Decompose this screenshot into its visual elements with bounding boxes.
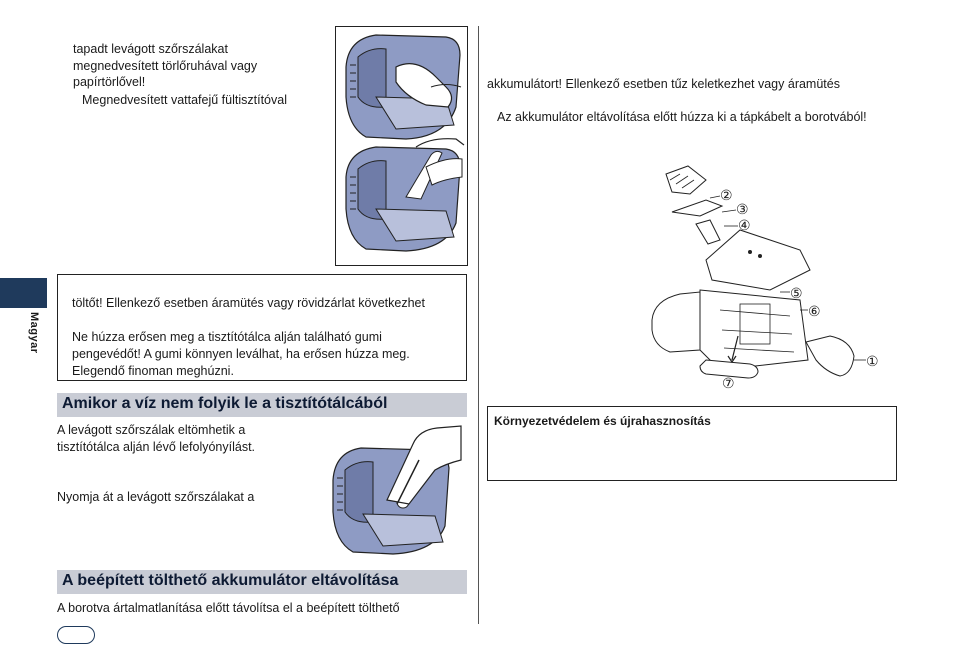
callout-4: ④ [738,217,751,233]
warning-line: Elegendő finoman meghúzni. [72,364,234,378]
language-label: Magyar [28,312,40,354]
illustration-frame [335,26,468,266]
warning-line: Ne húzza erősen meg a tisztítótálca aljá… [72,330,382,344]
warning-line: pengevédőt! A gumi könnyen leválhat, ha … [72,347,410,361]
text-line: akkumulátort! Ellenkező esetben tűz kele… [487,77,840,91]
callout-3: ③ [736,201,749,217]
section-heading: A beépített tölthető akkumulátor eltávol… [57,570,467,594]
section-heading: Amikor a víz nem folyik le a tisztítótál… [57,393,467,417]
callout-5: ⑤ [790,285,803,301]
text-line: Nyomja át a levágott szőrszálakat a [57,490,255,504]
language-tab [0,278,47,308]
warning-box: töltőt! Ellenkező esetben áramütés vagy … [57,274,467,381]
page-number-badge [57,626,95,644]
text-line: Az akkumulátor eltávolítása előtt húzza … [497,110,867,124]
environment-box: Környezetvédelem és újrahasznosítás [487,406,897,481]
environment-title: Környezetvédelem és újrahasznosítás [494,414,711,428]
text-line: A levágott szőrszálak eltömhetik a [57,423,246,437]
text-line: megnedvesített törlőruhával vagy [73,59,258,73]
warning-line: töltőt! Ellenkező esetben áramütés vagy … [72,296,425,310]
callout-1: ① [866,353,879,369]
callout-2: ② [720,187,733,203]
callout-7: ⑦ [722,375,735,391]
column-divider [478,26,479,624]
text-line: A borotva ártalmatlanítása előtt távolít… [57,601,400,615]
text-line: tisztítótálca alján lévő lefolyónyílást. [57,440,256,454]
shaver-disassembly-illustration: ② ③ ④ ⑤ ⑥ ① ⑦ [651,165,879,391]
text-line: tapadt levágott szőrszálakat [73,42,228,56]
text-line: papírtörlővel! [73,75,146,89]
text-line: Megnedvesített vattafejű fültisztítóval [82,93,287,107]
callout-6: ⑥ [808,303,821,319]
drain-cleaning-illustration [332,425,462,555]
hand-wiping-illustration [345,34,465,252]
